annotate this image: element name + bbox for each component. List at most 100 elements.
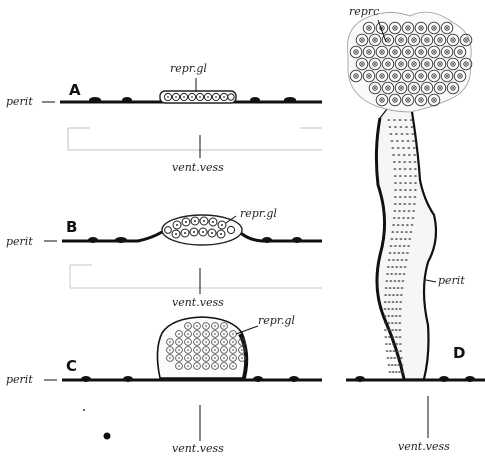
panel-d-stalk-nucleus bbox=[393, 210, 396, 212]
panel-d-stalk-nucleus bbox=[387, 322, 390, 324]
panel-d-stalk-nucleus bbox=[391, 231, 394, 233]
panel-c-cell-nucleus bbox=[187, 341, 189, 343]
panel-d-stalk-nucleus bbox=[397, 252, 400, 254]
panel-d-cell-nucleus bbox=[433, 99, 435, 101]
panel-d-stalk-nucleus bbox=[409, 168, 412, 170]
panel-d-stalk-nucleus bbox=[388, 259, 391, 261]
panel-b-vessel-label: vent.vess bbox=[172, 297, 224, 308]
panel-d-stalk-nucleus bbox=[410, 231, 413, 233]
panel-b-perit-label: perit bbox=[6, 236, 33, 247]
panel-d-perit-label: perit bbox=[438, 275, 465, 286]
panel-d-stalk-nucleus bbox=[403, 210, 406, 212]
panel-d-stalk-nucleus bbox=[402, 280, 405, 282]
panel-c-cell-nucleus bbox=[205, 341, 207, 343]
panel-d-stalk-nucleus bbox=[388, 336, 391, 338]
panel-d-cell-nucleus bbox=[420, 99, 422, 101]
panel-d-perit-pointer bbox=[426, 280, 436, 282]
panel-d-stalk-nucleus bbox=[389, 371, 392, 373]
panel-d-stalk-nucleus bbox=[405, 231, 408, 233]
panel-d-cell-nucleus bbox=[433, 51, 435, 53]
panel-d-stalk-nucleus bbox=[394, 196, 397, 198]
panel-d-stalk-nucleus bbox=[401, 133, 404, 135]
panel-d-stalk-nucleus bbox=[393, 350, 396, 352]
panel-d-stalk-nucleus bbox=[392, 224, 395, 226]
panel-d-stalk-nucleus bbox=[395, 329, 398, 331]
panel-d-stalk-nucleus bbox=[404, 119, 407, 121]
panel-d-stalk-nucleus bbox=[399, 119, 402, 121]
panel-a-letter: A bbox=[69, 83, 81, 98]
panel-d-stalk-nucleus bbox=[404, 196, 407, 198]
panel-d-stalk-nucleus bbox=[404, 182, 407, 184]
panel-d-stalk-nucleus bbox=[398, 161, 401, 163]
panel-c-cell-nucleus bbox=[214, 333, 216, 335]
panel-d-stalk-nucleus bbox=[403, 161, 406, 163]
panel-b-letter: B bbox=[66, 220, 77, 235]
panel-a-drawing bbox=[42, 78, 322, 158]
panel-d-cell-nucleus bbox=[394, 99, 396, 101]
panel-d-stalk-nucleus bbox=[394, 182, 397, 184]
panel-d-stalk-nucleus bbox=[392, 294, 395, 296]
panel-d-stalk-nucleus bbox=[401, 231, 404, 233]
panel-c-ink-dot bbox=[83, 409, 85, 411]
panel-d-cell-nucleus bbox=[394, 51, 396, 53]
panel-d-stalk-nucleus bbox=[394, 273, 397, 275]
panel-d-stalk-nucleus bbox=[412, 140, 415, 142]
panel-d-stalk-nucleus bbox=[394, 364, 397, 366]
panel-d-stalk-nucleus bbox=[400, 238, 403, 240]
panel-d-stalk-nucleus bbox=[411, 133, 414, 135]
panel-d-cell-nucleus bbox=[433, 27, 435, 29]
panel-c-cell-nucleus bbox=[241, 341, 243, 343]
panel-c-cell-nucleus bbox=[241, 349, 243, 351]
panel-d-stalk-nucleus bbox=[401, 371, 404, 373]
panel-c-cell-nucleus bbox=[232, 357, 234, 359]
panel-d-stalk-nucleus bbox=[395, 238, 398, 240]
panel-d-stalk-nucleus bbox=[399, 343, 402, 345]
panel-d-stalk-nucleus bbox=[399, 308, 402, 310]
panel-d-cell-nucleus bbox=[368, 75, 370, 77]
panel-c-cell-nucleus bbox=[187, 325, 189, 327]
panel-d-stalk-nucleus bbox=[396, 294, 399, 296]
panel-d-stalk-nucleus bbox=[390, 133, 393, 135]
panel-d-stalk-nucleus bbox=[391, 266, 394, 268]
panel-b-vessel-outline bbox=[70, 265, 322, 288]
panel-c-cell-nucleus bbox=[223, 325, 225, 327]
panel-d-cell-nucleus bbox=[426, 87, 428, 89]
panel-d-cell-nucleus bbox=[452, 87, 454, 89]
panel-d-stalk-nucleus bbox=[393, 119, 396, 121]
panel-d-stalk-nucleus bbox=[388, 301, 391, 303]
panel-d-stalk-nucleus bbox=[407, 217, 410, 219]
panel-d-stalk-nucleus bbox=[401, 259, 404, 261]
panel-d-stalk-nucleus bbox=[397, 147, 400, 149]
panel-d-stalk-nucleus bbox=[394, 126, 397, 128]
panel-d-cell-nucleus bbox=[420, 75, 422, 77]
panel-d-stalk-nucleus bbox=[399, 182, 402, 184]
panel-d-stalk-nucleus bbox=[398, 245, 401, 247]
panel-d-cell-nucleus bbox=[368, 27, 370, 29]
panel-d-stalk-nucleus bbox=[395, 315, 398, 317]
panel-c-vessel-label: vent.vess bbox=[172, 443, 224, 454]
panel-d-stalk-nucleus bbox=[405, 259, 408, 261]
panel-d-stalk-nucleus bbox=[393, 287, 396, 289]
panel-d-stalk-nucleus bbox=[387, 119, 390, 121]
panel-d-stalk-nucleus bbox=[399, 189, 402, 191]
panel-c-cell-nucleus bbox=[241, 357, 243, 359]
panel-d-stalk-nucleus bbox=[400, 357, 403, 359]
panel-d-cell-nucleus bbox=[439, 63, 441, 65]
panel-d-stalk-nucleus bbox=[385, 287, 388, 289]
panel-d-stalk-nucleus bbox=[393, 161, 396, 163]
panel-d-stalk-nucleus bbox=[387, 315, 390, 317]
panel-d-stalk-nucleus bbox=[394, 280, 397, 282]
panel-c-ink-blot bbox=[104, 433, 111, 440]
panel-d-stalk-nucleus bbox=[397, 364, 400, 366]
panel-c-cell-nucleus bbox=[178, 357, 180, 359]
panel-d-cell-nucleus bbox=[446, 27, 448, 29]
panel-d-stalk-nucleus bbox=[409, 189, 412, 191]
panel-d-cell-nucleus bbox=[374, 63, 376, 65]
panel-d-cell-nucleus bbox=[465, 39, 467, 41]
panel-d-stalk-nucleus bbox=[391, 308, 394, 310]
panel-c-cell-nucleus bbox=[232, 349, 234, 351]
panel-d-stalk-nucleus bbox=[402, 252, 405, 254]
panel-d-stalk-nucleus bbox=[406, 252, 409, 254]
panel-c-drawing bbox=[44, 317, 322, 441]
panel-d-stalk-nucleus bbox=[403, 154, 406, 156]
